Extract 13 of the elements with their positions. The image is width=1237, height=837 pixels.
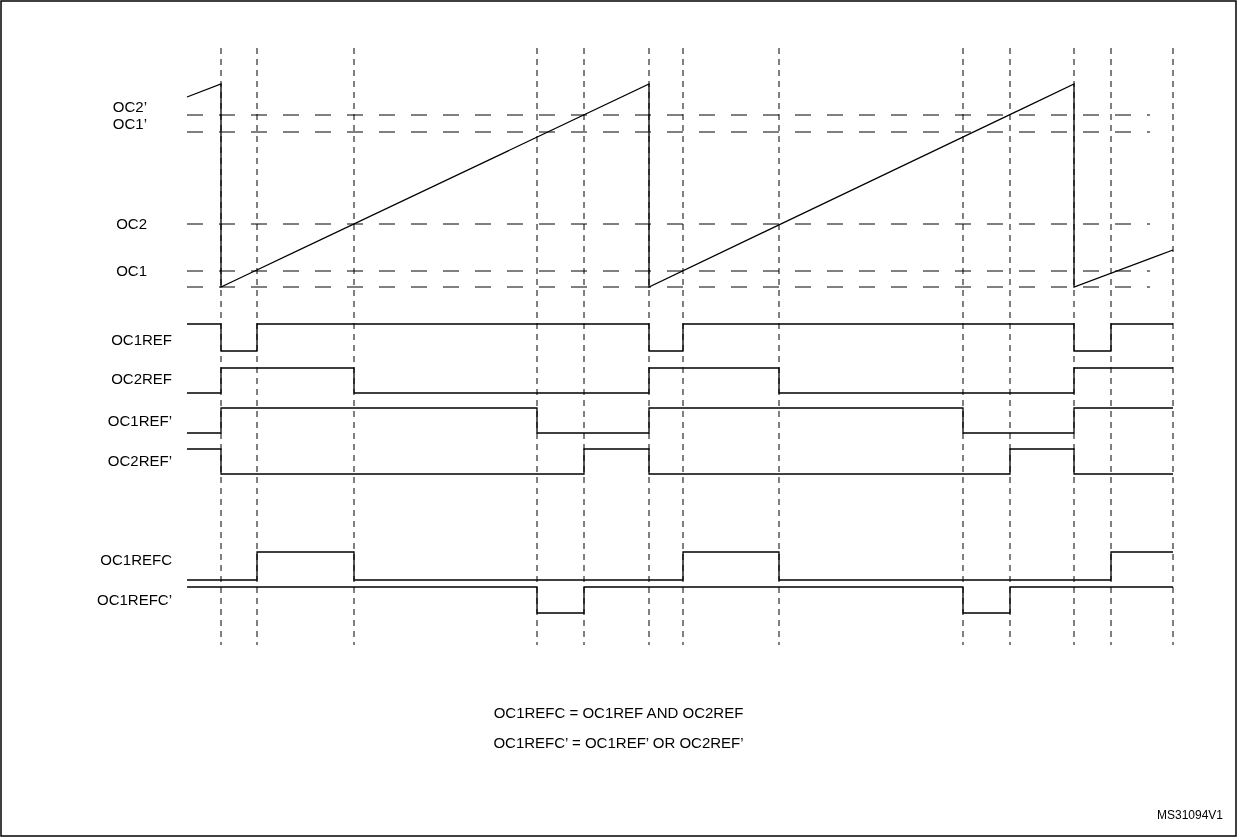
level-label: OC2 xyxy=(116,215,147,233)
signal-name: OC1REF xyxy=(111,331,172,349)
figure-id: MS31094V1 xyxy=(1156,807,1223,824)
level-label: OC1 xyxy=(116,262,147,280)
signal-name: OC2REF xyxy=(111,370,172,388)
level-label: OC2’ xyxy=(112,98,147,116)
signal-name: OC1REFC’ xyxy=(97,591,172,609)
formula-text: OC1REFC’ = OC1REF’ OR OC2REF’ xyxy=(492,734,745,752)
signal-name: OC1REFC xyxy=(100,551,172,569)
level-label: OC1’ xyxy=(112,115,147,133)
signal-name: OC1REF’ xyxy=(107,412,172,430)
signal-name: OC2REF’ xyxy=(107,452,172,470)
formula-text: OC1REFC = OC1REF AND OC2REF xyxy=(492,704,745,722)
